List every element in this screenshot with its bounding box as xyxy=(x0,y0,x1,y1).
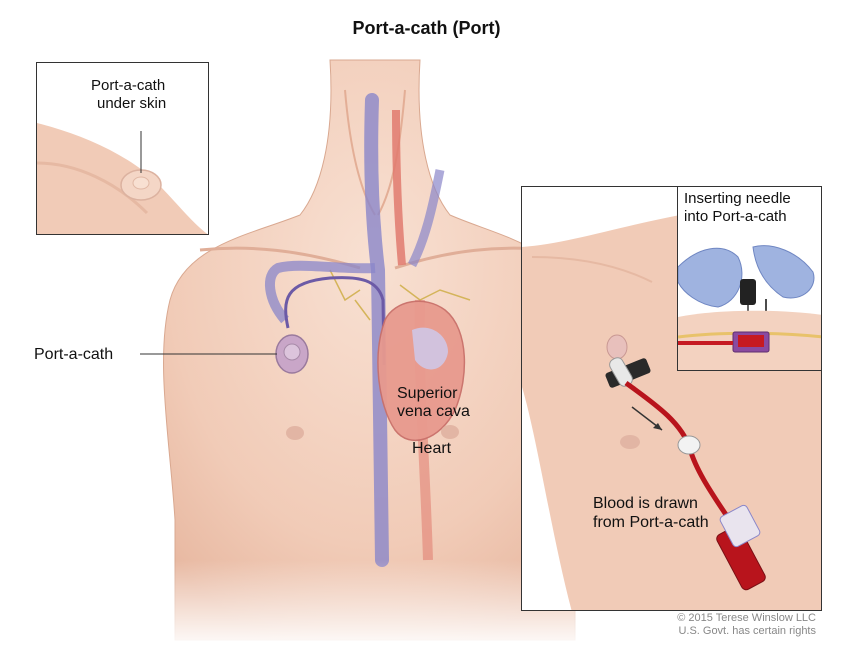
port-a-cath-label: Port-a-cath xyxy=(34,346,114,363)
carotid-artery xyxy=(392,109,406,266)
inset-label-line1: Port-a-cath xyxy=(91,77,166,94)
blood-drawn-label-2: from Port-a-cath xyxy=(593,514,709,531)
copyright-credit: © 2015 Terese Winslow LLC U.S. Govt. has… xyxy=(600,612,816,638)
needle-device xyxy=(740,279,756,305)
credit-line1: © 2015 Terese Winslow LLC xyxy=(677,612,816,624)
clavicle-left xyxy=(199,246,361,270)
carotid-artery-2 xyxy=(407,169,445,268)
inset-skin-illustration xyxy=(37,123,208,234)
inset-inserting-needle: Inserting needle into Port-a-cath xyxy=(677,186,822,371)
needle-label-1: Inserting needle xyxy=(684,190,791,207)
tube-clamp xyxy=(677,435,701,455)
superior-vena-cava-label-1: Superior xyxy=(397,385,458,402)
nipple-right xyxy=(441,425,459,439)
inset-skin-shading xyxy=(37,161,149,215)
page-title: Port-a-cath (Port) xyxy=(352,18,501,38)
glove-right xyxy=(752,245,815,299)
nipple-left xyxy=(286,426,304,440)
credit-line2: U.S. Govt. has certain rights xyxy=(678,625,816,637)
superior-vena-cava-label-2: vena cava xyxy=(397,403,470,420)
port-septum xyxy=(283,343,301,361)
jugular-vein xyxy=(364,93,389,567)
inset-port-under-skin: Port-a-cath under skin xyxy=(36,62,209,235)
panel-port xyxy=(606,334,628,360)
heart-label: Heart xyxy=(412,440,452,457)
heart-shape xyxy=(377,300,466,441)
inset-port-center xyxy=(132,176,150,190)
port-reservoir xyxy=(738,335,764,347)
inset-label-line2: under skin xyxy=(97,95,167,112)
blood-drawn-label-1: Blood is drawn xyxy=(593,495,698,512)
needle-inset-illustration xyxy=(678,245,821,370)
nerve-lines xyxy=(329,269,471,321)
blood-tube-holder xyxy=(719,504,761,548)
subclavian-vein xyxy=(264,260,376,324)
catheter-line xyxy=(284,276,386,366)
glove-left xyxy=(678,247,743,308)
needle-label-2: into Port-a-cath xyxy=(684,208,787,225)
panel-nipple xyxy=(620,435,640,449)
panel-skin-contour xyxy=(531,256,653,283)
heart-atrium xyxy=(412,327,448,370)
flow-arrowhead xyxy=(653,423,662,430)
